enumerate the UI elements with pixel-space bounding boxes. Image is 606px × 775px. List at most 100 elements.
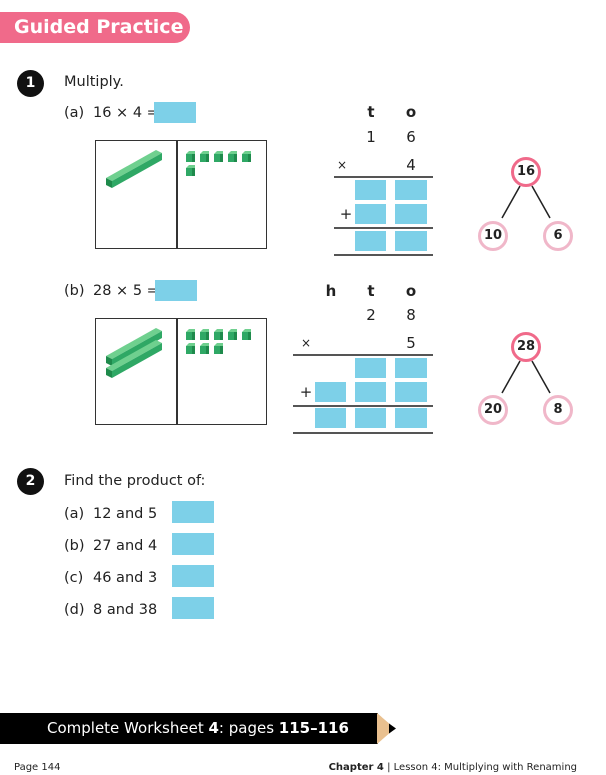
part-label: (a) [64, 105, 85, 121]
ones-cube [186, 165, 195, 176]
part-label: (a) [64, 506, 85, 522]
footer-text: Complete Worksheet [47, 719, 209, 737]
worksheet-pages: 115–116 [278, 719, 349, 737]
number-bond-lines [501, 185, 551, 219]
ones-cube [200, 343, 209, 354]
section-banner: Guided Practice [0, 12, 190, 43]
digit: 1 [366, 128, 376, 146]
answer-box[interactable] [395, 231, 427, 251]
ones-cube [186, 151, 195, 162]
digit: 6 [406, 128, 416, 146]
base-ten-blocks [106, 328, 251, 378]
item-text: 12 and 5 [93, 506, 158, 522]
bond-part: 6 [543, 221, 573, 251]
equation: 16 × 4 = [93, 105, 159, 121]
header-tens: t [367, 282, 375, 300]
digit: 5 [406, 334, 416, 352]
ones-cube [242, 329, 251, 340]
answer-box[interactable] [395, 358, 427, 378]
ones-cube [214, 343, 223, 354]
ones-cube [186, 343, 195, 354]
part-label: (c) [64, 570, 84, 586]
divider [334, 254, 433, 256]
answer-box[interactable] [355, 358, 386, 378]
number-bond-lines [501, 360, 551, 394]
divider [293, 405, 433, 407]
place-value-chart [95, 140, 267, 249]
divider [293, 354, 433, 356]
tens-rod [106, 340, 162, 378]
header-ones: o [405, 103, 417, 121]
question-number: 1 [17, 70, 44, 97]
header-hundreds: h [325, 282, 337, 300]
answer-box[interactable] [154, 102, 196, 123]
divider [293, 432, 433, 434]
ones-cube [200, 329, 209, 340]
answer-box[interactable] [355, 382, 386, 402]
part-label: (b) [64, 538, 85, 554]
product-item: (b) 27 and 4 [64, 533, 224, 559]
answer-box[interactable] [355, 180, 386, 200]
times-sign: × [336, 158, 348, 172]
ones-cube [200, 151, 209, 162]
header-tens: t [367, 103, 375, 121]
answer-box[interactable] [355, 204, 386, 224]
chapter-label: Chapter 4 [328, 762, 384, 773]
answer-box[interactable] [395, 382, 427, 402]
digit: 2 [366, 306, 376, 324]
answer-box[interactable] [355, 408, 386, 428]
plus-sign: + [299, 383, 313, 401]
item-text: 27 and 4 [93, 538, 158, 554]
bond-whole: 16 [511, 157, 541, 187]
bond-part: 8 [543, 395, 573, 425]
ones-cube [186, 329, 195, 340]
plus-sign: + [339, 205, 353, 223]
base-ten-blocks [106, 150, 251, 188]
footer-text: : pages [218, 719, 279, 737]
question-number: 2 [17, 468, 44, 495]
ones-cube [228, 329, 237, 340]
answer-box[interactable] [315, 408, 346, 428]
header-ones: o [405, 282, 417, 300]
item-text: 46 and 3 [93, 570, 158, 586]
question-prompt: Find the product of: [64, 473, 206, 489]
separator: | [387, 762, 391, 773]
product-item: (c) 46 and 3 [64, 565, 224, 591]
answer-box[interactable] [172, 501, 214, 523]
page-number: Page 144 [14, 762, 61, 773]
worksheet-banner[interactable]: Complete Worksheet 4: pages 115–116 [0, 713, 378, 744]
answer-box[interactable] [395, 204, 427, 224]
equation: 28 × 5 = [93, 283, 159, 299]
bond-whole: 28 [511, 332, 541, 362]
lesson-title: Lesson 4: Multiplying with Renaming [393, 762, 577, 773]
divider [334, 176, 433, 178]
part-label: (d) [64, 602, 85, 618]
times-sign: × [300, 336, 312, 350]
answer-box[interactable] [172, 565, 214, 587]
product-item: (a) 12 and 5 [64, 501, 224, 527]
ones-cube [228, 151, 237, 162]
ones-cube [214, 151, 223, 162]
answer-box[interactable] [395, 408, 427, 428]
answer-box[interactable] [172, 533, 214, 555]
divider [334, 227, 433, 229]
place-value-chart [95, 318, 267, 425]
item-text: 8 and 38 [93, 602, 158, 618]
bond-part: 10 [478, 221, 508, 251]
question-prompt: Multiply. [64, 74, 124, 90]
part-label: (b) [64, 283, 85, 299]
digit: 4 [406, 156, 416, 174]
ones-cube [214, 329, 223, 340]
product-item: (d) 8 and 38 [64, 597, 224, 623]
ones-cube [242, 151, 251, 162]
answer-box[interactable] [395, 180, 427, 200]
tens-rod [106, 150, 162, 188]
tens-rod [106, 328, 162, 366]
answer-box[interactable] [172, 597, 214, 619]
pencil-tip-icon [377, 713, 396, 744]
answer-box[interactable] [315, 382, 346, 402]
answer-box[interactable] [355, 231, 386, 251]
digit: 8 [406, 306, 416, 324]
answer-box[interactable] [155, 280, 197, 301]
worksheet-number: 4 [208, 719, 219, 737]
